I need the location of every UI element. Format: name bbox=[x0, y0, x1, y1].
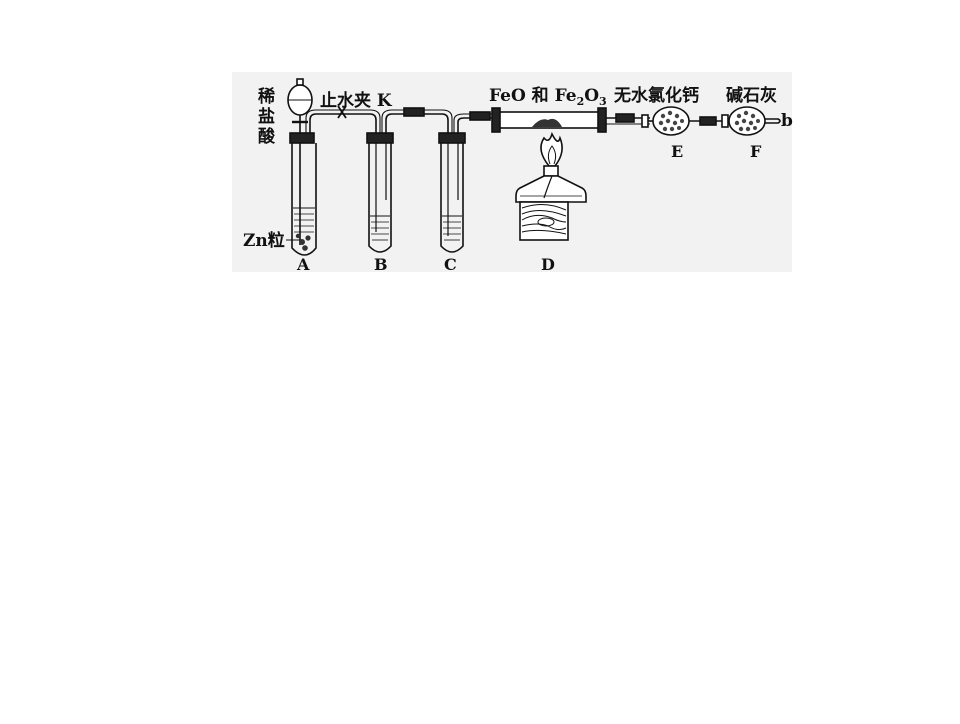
apparatus-c bbox=[438, 111, 496, 253]
apparatus-letter-c: C bbox=[444, 255, 457, 274]
cacl2-label: 无水氯化钙 bbox=[613, 85, 699, 106]
acid-label-3: 酸 bbox=[258, 126, 276, 147]
acid-label-2: 盐 bbox=[258, 106, 275, 127]
test-tube-c bbox=[440, 143, 464, 253]
outlet-tube bbox=[765, 118, 781, 124]
flame bbox=[540, 131, 563, 167]
acid-label-1: 稀 bbox=[258, 86, 275, 107]
zinc-granules bbox=[295, 233, 311, 251]
apparatus-letter-a: A bbox=[296, 255, 310, 274]
oxides-label: FeO 和 Fe2O3 bbox=[489, 86, 607, 108]
clamp-label: 止水夹 K bbox=[320, 90, 393, 111]
oxide-sample bbox=[532, 118, 562, 127]
apparatus-letter-b: B bbox=[374, 255, 388, 274]
sodalime-label: 碱石灰 bbox=[726, 85, 777, 106]
clamp-k bbox=[337, 105, 347, 119]
alcohol-lamp bbox=[515, 175, 587, 203]
outlet-label: b bbox=[781, 111, 793, 131]
apparatus-e bbox=[641, 106, 724, 136]
zinc-label: Zn粒 bbox=[243, 230, 285, 251]
stopper-a bbox=[289, 132, 315, 144]
test-tube-a bbox=[291, 143, 317, 256]
test-tube-b bbox=[368, 143, 392, 253]
stopper-b bbox=[366, 132, 394, 144]
stopper-c bbox=[438, 132, 466, 144]
figure-panel bbox=[232, 72, 792, 272]
apparatus-d bbox=[491, 107, 650, 241]
apparatus-letter-d: D bbox=[541, 255, 555, 274]
apparatus-f bbox=[721, 106, 781, 136]
apparatus-a bbox=[287, 78, 381, 256]
apparatus-b bbox=[366, 107, 453, 253]
apparatus-letter-e: E bbox=[671, 142, 683, 161]
apparatus-letter-f: F bbox=[750, 142, 762, 161]
